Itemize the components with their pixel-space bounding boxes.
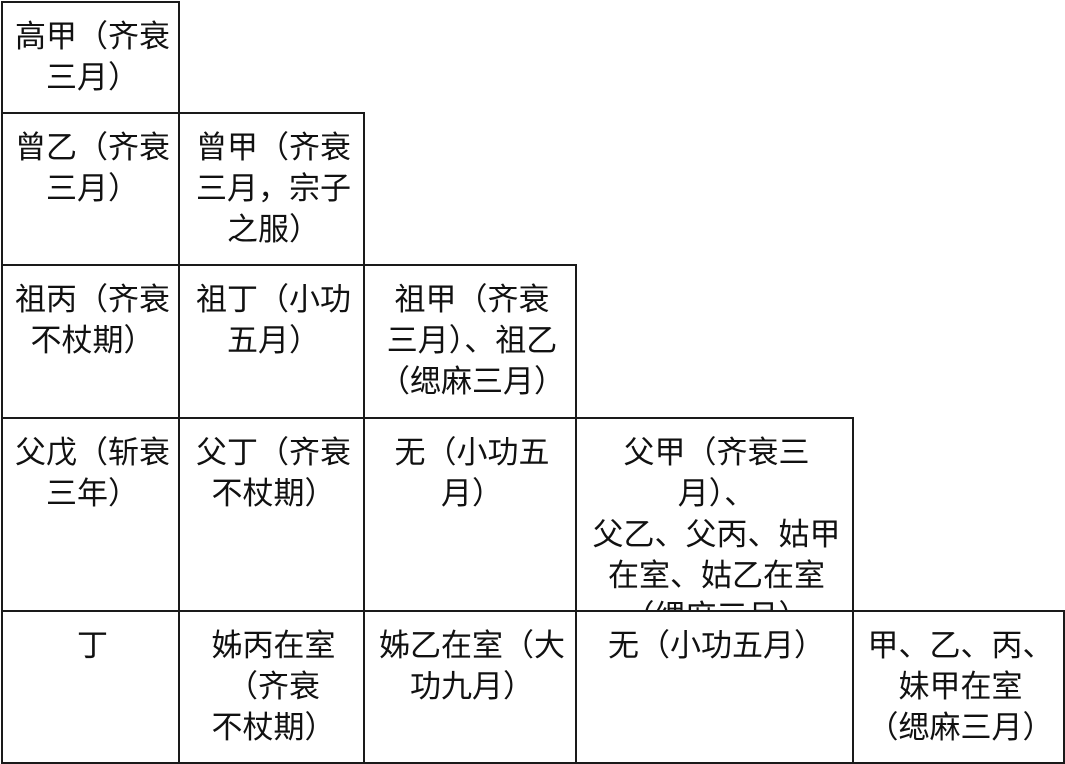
table-cell: 父戊（斩衰 三年）: [1, 417, 180, 612]
table-cell: 高甲（齐衰 三月）: [1, 1, 180, 114]
table-cell: 曾甲（齐衰 三月，宗子 之服）: [178, 112, 365, 266]
table-cell: 祖丁（小功 五月）: [178, 264, 365, 419]
table-cell: 无（小功五月）: [363, 417, 577, 612]
table-cell: 曾乙（齐衰 三月）: [1, 112, 180, 266]
table-cell: 祖甲（齐衰 三月）、祖乙 （缌麻三月）: [363, 264, 577, 419]
table-cell: 无（小功五月）: [575, 610, 854, 764]
table-cell: 丁: [1, 610, 180, 764]
table-cell: 父甲（齐衰三月）、 父乙、父丙、姑甲 在室、姑乙在室 （缌麻三月）: [575, 417, 854, 612]
table-cell: 姊乙在室（大 功九月）: [363, 610, 577, 764]
table-cell: 姊丙在室 （齐衰 不杖期）: [178, 610, 365, 764]
table-cell: 甲、乙、丙、 妹甲在室 （缌麻三月）: [852, 610, 1065, 764]
table-cell: 父丁（齐衰 不杖期）: [178, 417, 365, 612]
table-cell: 祖丙（齐衰 不杖期）: [1, 264, 180, 419]
